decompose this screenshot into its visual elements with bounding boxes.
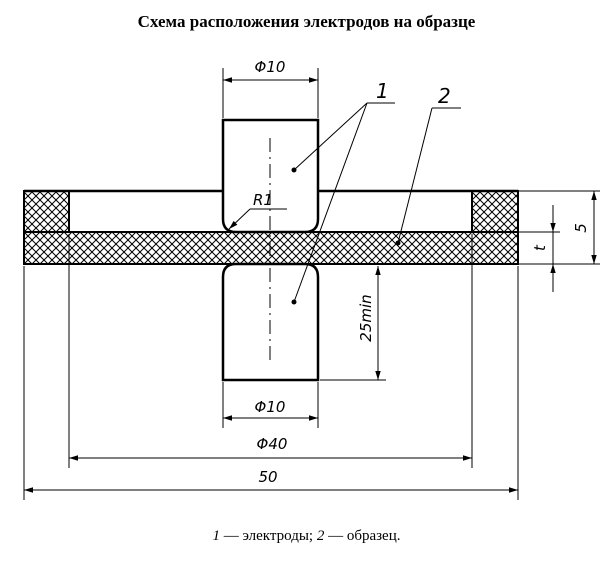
label-middle-diameter: Φ40 [257,435,288,453]
label-bottom-diameter: Φ10 [255,398,286,416]
figure-caption: 1 — электроды; 2 — образец. [0,528,613,545]
label-thickness: t [531,244,549,251]
label-leader-2: 2 [438,84,451,108]
radius-leader [228,208,287,230]
specimen-plate [23,231,519,265]
caption-text-2: — образец. [324,528,401,544]
label-radius: R1 [253,191,273,209]
caption-number-2: 2 [316,528,325,544]
caption-number-1: 1 [212,528,221,544]
dimension-middle-diameter [68,234,473,468]
leader-1 [293,102,395,303]
label-min-length: 25min [357,294,375,341]
specimen [23,189,519,265]
label-height: 5 [572,223,590,233]
dimension-width [23,266,519,500]
leader-2 [397,107,461,244]
dimension-thickness [518,190,600,292]
figure-title: Схема расположения электродов на образце [137,12,476,31]
caption-text-1: — электроды; [220,528,317,544]
specimen-right-lip [471,190,519,233]
dimension-top-diameter [222,68,319,118]
dimension-min-length [320,266,386,381]
label-width: 50 [258,468,277,486]
specimen-left-lip [23,190,70,233]
label-leader-1: 1 [376,79,389,103]
dimension-bottom-diameter [222,382,319,428]
label-top-diameter: Φ10 [255,58,286,76]
